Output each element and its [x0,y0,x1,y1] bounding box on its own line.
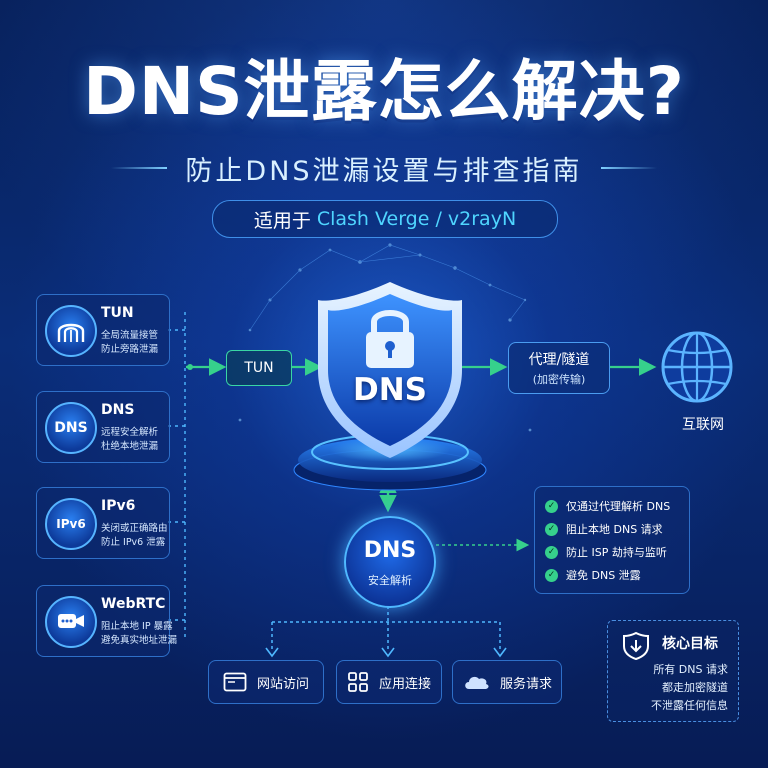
shield-label: DNS [352,372,427,408]
feature-line: 关闭或正确路由 [101,523,168,534]
check-icon: ✓ [545,568,558,582]
internet-label: 互联网 [682,417,724,433]
tun-node: TUN [226,350,292,386]
feature-title: IPv6 [101,498,136,514]
page-subtitle: 防止DNS泄漏设置与排查指南 [185,155,583,187]
core-goal-title: 核心目标 [662,636,718,652]
feature-line: 防止 IPv6 泄露 [101,537,166,548]
proxy-tunnel-node: 代理/隧道 (加密传输) [508,342,610,394]
feature-title: DNS [101,402,135,418]
checklist-item: ✓ 防止 ISP 劫持与监听 [545,543,667,561]
feature-line: 避免真实地址泄漏 [101,635,178,646]
core-goal-line: 都走加密隧道 [662,681,728,694]
checklist-item: ✓ 避免 DNS 泄露 [545,566,641,584]
subtitle-divider-right [600,167,657,169]
ipv6-icon: IPv6 [45,498,97,550]
tunnel-icon [45,305,97,357]
network-particles [238,243,532,432]
destination-label: 服务请求 [499,676,552,692]
feature-title: WebRTC [101,596,166,612]
feature-card-webrtc: WebRTC 阻止本地 IP 暴露 避免真实地址泄漏 [36,585,177,657]
feature-card-tun: TUN 全局流量接管 防止旁路泄漏 [36,294,170,366]
subtitle-divider-left [111,167,168,169]
webrtc-video-icon [45,596,97,648]
globe-icon [661,331,733,403]
dns-icon: DNS [45,402,97,454]
page-title: DNS泄露怎么解决? [83,53,685,130]
destination-service: 服务请求 [452,660,562,704]
resolve-title: DNS [363,538,417,563]
feature-line: 阻止本地 IP 暴露 [101,621,173,632]
feature-card-dns: DNS DNS 远程安全解析 杜绝本地泄漏 [36,391,170,463]
core-goal-panel: 核心目标 所有 DNS 请求 都走加密隧道 不泄露任何信息 [607,620,739,722]
cloud-icon [465,676,489,689]
protection-checklist: ✓ 仅通过代理解析 DNS ✓ 阻止本地 DNS 请求 ✓ 防止 ISP 劫持与… [534,486,690,594]
checklist-item: ✓ 仅通过代理解析 DNS [545,497,670,515]
feature-line: 杜绝本地泄漏 [101,441,159,452]
check-icon: ✓ [545,499,558,513]
core-goal-line: 所有 DNS 请求 [653,663,728,676]
browser-window-icon [223,672,247,692]
applies-prefix: 适用于 [253,209,311,232]
feature-line: 远程安全解析 [101,427,159,438]
feature-title: TUN [101,305,134,321]
destination-label: 网站访问 [256,676,309,692]
feature-card-ipv6: IPv6 IPv6 关闭或正确路由 防止 IPv6 泄露 [36,487,170,559]
destination-app: 应用连接 [336,660,442,704]
applies-apps: Clash Verge / v2rayN [316,208,517,230]
resolve-sublabel: 安全解析 [368,574,412,587]
destination-website: 网站访问 [208,660,324,704]
app-grid-icon [348,672,368,692]
proxy-sublabel: (加密传输) [532,373,586,386]
applies-to-badge: 适用于 Clash Verge / v2rayN [212,200,558,238]
check-icon: ✓ [545,545,558,559]
shield-download-icon [623,631,649,661]
core-goal-line: 不泄露任何信息 [651,699,728,712]
check-icon: ✓ [545,522,558,536]
dns-resolve-node: DNS 安全解析 [344,516,436,608]
feature-line: 全局流量接管 [101,330,159,341]
proxy-label: 代理/隧道 [528,352,590,368]
destination-label: 应用连接 [378,676,431,692]
subtitle-row: 防止DNS泄漏设置与排查指南 [0,148,768,188]
checklist-item: ✓ 阻止本地 DNS 请求 [545,520,663,538]
dns-shield-icon [318,282,462,458]
padlock-icon [366,310,414,368]
feature-line: 防止旁路泄漏 [101,344,159,355]
